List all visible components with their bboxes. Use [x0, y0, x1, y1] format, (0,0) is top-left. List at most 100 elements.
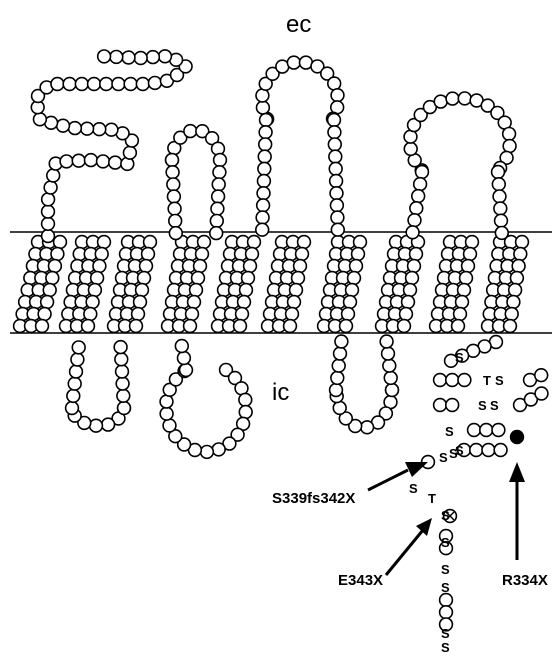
residue-bead: [67, 390, 80, 403]
residue-bead: [410, 248, 423, 261]
arrow-r334-head: [509, 462, 525, 482]
residue-bead: [516, 236, 529, 249]
residue-bead: [294, 260, 307, 273]
residue-bead: [124, 78, 137, 91]
residue-bead: [382, 347, 395, 360]
residue-bead: [331, 223, 344, 236]
residue-bead: [452, 320, 465, 333]
residue-bead: [288, 296, 301, 309]
mutated-residue-r334: [511, 431, 524, 444]
residue-bead: [535, 387, 548, 400]
residue-letter: S: [495, 373, 504, 388]
residue-bead: [116, 365, 129, 378]
residue-bead: [402, 296, 415, 309]
residue-bead: [458, 374, 471, 387]
residue-bead: [178, 352, 191, 365]
residue-bead: [292, 272, 305, 285]
residue-bead: [70, 365, 83, 378]
residue-bead: [460, 272, 473, 285]
residue-bead: [138, 272, 151, 285]
residue-bead: [136, 78, 149, 91]
extracellular-label: ec: [286, 11, 311, 38]
mutation-label-r334x: R334X: [502, 572, 548, 589]
residue-bead: [239, 393, 252, 406]
residue-bead: [330, 187, 343, 200]
intracellular-label: ic: [272, 379, 289, 406]
residue-letter: S: [490, 398, 499, 413]
residue-bead: [110, 51, 123, 64]
residue-bead: [296, 248, 309, 261]
residue-bead: [258, 162, 271, 175]
residue-bead: [169, 227, 182, 240]
residue-bead: [210, 227, 223, 240]
residue-bead: [406, 272, 419, 285]
residue-bead: [212, 178, 225, 191]
residue-bead: [329, 162, 342, 175]
residue-bead: [482, 444, 495, 457]
residue-bead: [335, 335, 348, 348]
residue-bead: [211, 202, 224, 215]
residue-bead: [132, 308, 145, 321]
residue-bead: [298, 236, 311, 249]
residue-bead: [248, 236, 261, 249]
residue-bead: [90, 419, 103, 432]
residue-bead: [494, 444, 507, 457]
residue-bead: [514, 248, 527, 261]
residue-bead: [331, 211, 344, 224]
residue-bead: [196, 248, 209, 261]
residue-letter: S: [455, 443, 464, 458]
residue-bead: [244, 260, 257, 273]
residue-bead: [136, 284, 149, 297]
residue-bead: [84, 308, 97, 321]
residue-letter: S: [441, 535, 450, 550]
residue-bead: [186, 308, 199, 321]
residue-bead: [246, 248, 259, 261]
residue-bead: [239, 406, 252, 419]
residue-bead: [63, 78, 76, 91]
residue-bead: [71, 353, 84, 366]
arrow-e343-shaft: [386, 530, 423, 575]
residue-bead: [105, 123, 118, 136]
residue-bead: [115, 353, 128, 366]
residue-bead: [410, 202, 423, 215]
residue-bead: [503, 140, 516, 153]
residue-bead: [72, 154, 85, 167]
residue-letter: S: [441, 626, 450, 641]
residue-bead: [169, 215, 182, 228]
residue-bead: [238, 296, 251, 309]
residue-bead: [404, 143, 417, 156]
residue-bead: [329, 150, 342, 163]
residue-bead: [100, 78, 113, 91]
residue-bead: [234, 320, 247, 333]
residue-letter: S: [441, 562, 450, 577]
residue-bead: [134, 296, 147, 309]
residue-bead: [180, 364, 193, 377]
residue-bead: [492, 178, 505, 191]
mutation-label-e343x: E343X: [338, 572, 383, 589]
residue-bead: [470, 444, 483, 457]
residue-bead: [350, 260, 363, 273]
residue-bead: [38, 308, 51, 321]
residue-bead: [258, 150, 271, 163]
residue-bead: [210, 215, 223, 228]
residue-bead: [408, 214, 421, 227]
residue-bead: [384, 372, 397, 385]
residue-bead: [406, 226, 419, 239]
residue-bead: [507, 296, 520, 309]
residue-bead: [493, 190, 506, 203]
residue-bead: [43, 284, 56, 297]
residue-bead: [134, 52, 147, 65]
residue-bead: [331, 372, 344, 385]
residue-bead: [98, 236, 111, 249]
residue-bead: [256, 89, 269, 102]
residue-bead: [117, 389, 130, 402]
residue-bead: [97, 155, 110, 168]
residue-bead: [284, 320, 297, 333]
residue-bead: [440, 594, 453, 607]
residue-bead: [175, 340, 188, 353]
residue-bead: [159, 50, 172, 63]
residue-bead: [69, 122, 82, 135]
residue-bead: [34, 113, 47, 126]
residue-bead: [331, 199, 344, 212]
residue-bead: [167, 178, 180, 191]
